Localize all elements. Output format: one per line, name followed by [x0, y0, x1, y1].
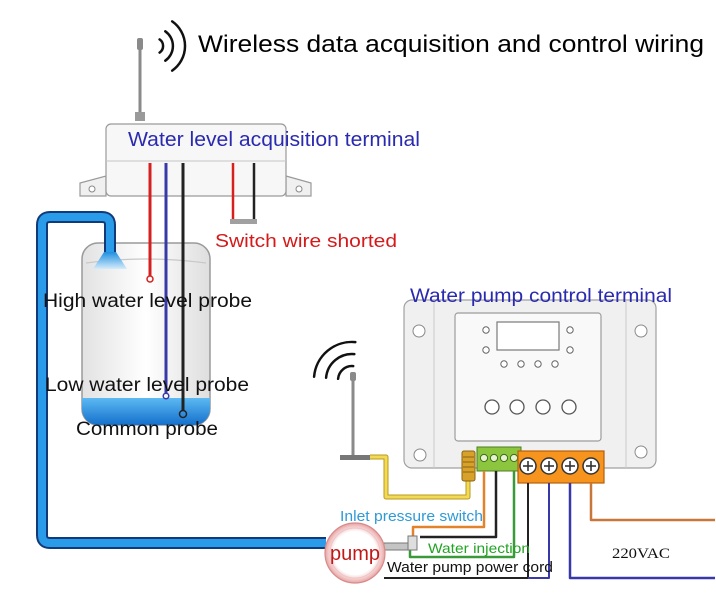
left-mounting-hole: [88, 185, 96, 193]
mounting-hole: [413, 448, 427, 462]
inlet-switch-wire: [411, 471, 486, 538]
wireless-signal-icon: [158, 20, 187, 72]
mounting-hole: [412, 324, 426, 338]
common-probe-tip: [178, 409, 188, 419]
high-probe-label: High water level probe: [43, 291, 252, 312]
terminal-screw: [479, 453, 489, 463]
power-terminal-block: [517, 450, 605, 484]
panel-button: [535, 399, 551, 415]
water-pump-control-terminal: [403, 299, 657, 469]
pump-power-cord: [384, 483, 550, 579]
switch-wire-label: Switch wire shorted: [215, 231, 397, 251]
diagram-title: Wireless data acquisition and control wi…: [198, 31, 704, 58]
indicator-lights: [482, 326, 574, 368]
mounting-hole: [634, 445, 648, 459]
antenna-connector: [461, 450, 476, 482]
water-injection-label: Water injection: [428, 540, 530, 556]
panel-buttons: [484, 399, 577, 415]
acquisition-antenna: [135, 38, 145, 121]
power-cord-label: Water pump power cord: [387, 559, 553, 576]
panel-button: [509, 399, 525, 415]
common-probe-label: Common probe: [76, 419, 218, 440]
probe-wires: [146, 163, 188, 419]
water-spray-nozzle: [93, 252, 127, 269]
shorted-switch-wire: [230, 163, 257, 224]
pump-label: pump: [330, 543, 380, 565]
antenna-base: [340, 455, 370, 460]
water-injection-wire: [408, 471, 516, 559]
antenna-cable: [370, 454, 471, 500]
controller-antenna: [340, 372, 370, 460]
water-tank: [81, 242, 211, 426]
low-probe-label: Low water level probe: [45, 375, 249, 396]
signal-common-wire: [420, 471, 498, 539]
low-level-probe-tip: [162, 392, 170, 400]
wireless-signal-icon: [312, 340, 357, 381]
terminal-screw: [509, 453, 519, 463]
tank-body: [81, 242, 211, 426]
power-cord-wire: [528, 483, 550, 579]
right-mounting-hole: [295, 185, 303, 193]
water-pipe: [36, 211, 326, 549]
mounting-hole: [634, 324, 648, 338]
tank-water: [82, 398, 210, 425]
switch-wire-bridge: [230, 219, 257, 224]
panel-button: [484, 399, 500, 415]
water-pump: pump: [324, 522, 386, 584]
signal-terminal-block: [476, 446, 522, 472]
mains-voltage-label: 220VAC: [612, 546, 670, 562]
mains-supply-wires: [568, 483, 715, 580]
terminal-screw: [489, 453, 499, 463]
terminal-screw: [499, 453, 509, 463]
pump-signal-wires: [408, 471, 516, 559]
mains-live-wire: [589, 483, 715, 522]
mains-neutral-wire: [568, 483, 715, 580]
control-terminal-label: Water pump control terminal: [410, 286, 672, 307]
acquisition-terminal-label: Water level acquisition terminal: [128, 129, 420, 151]
high-level-probe-tip: [146, 275, 154, 283]
inlet-switch-label: Inlet pressure switch: [340, 508, 483, 525]
panel-button: [561, 399, 577, 415]
lcd-display: [496, 321, 560, 351]
